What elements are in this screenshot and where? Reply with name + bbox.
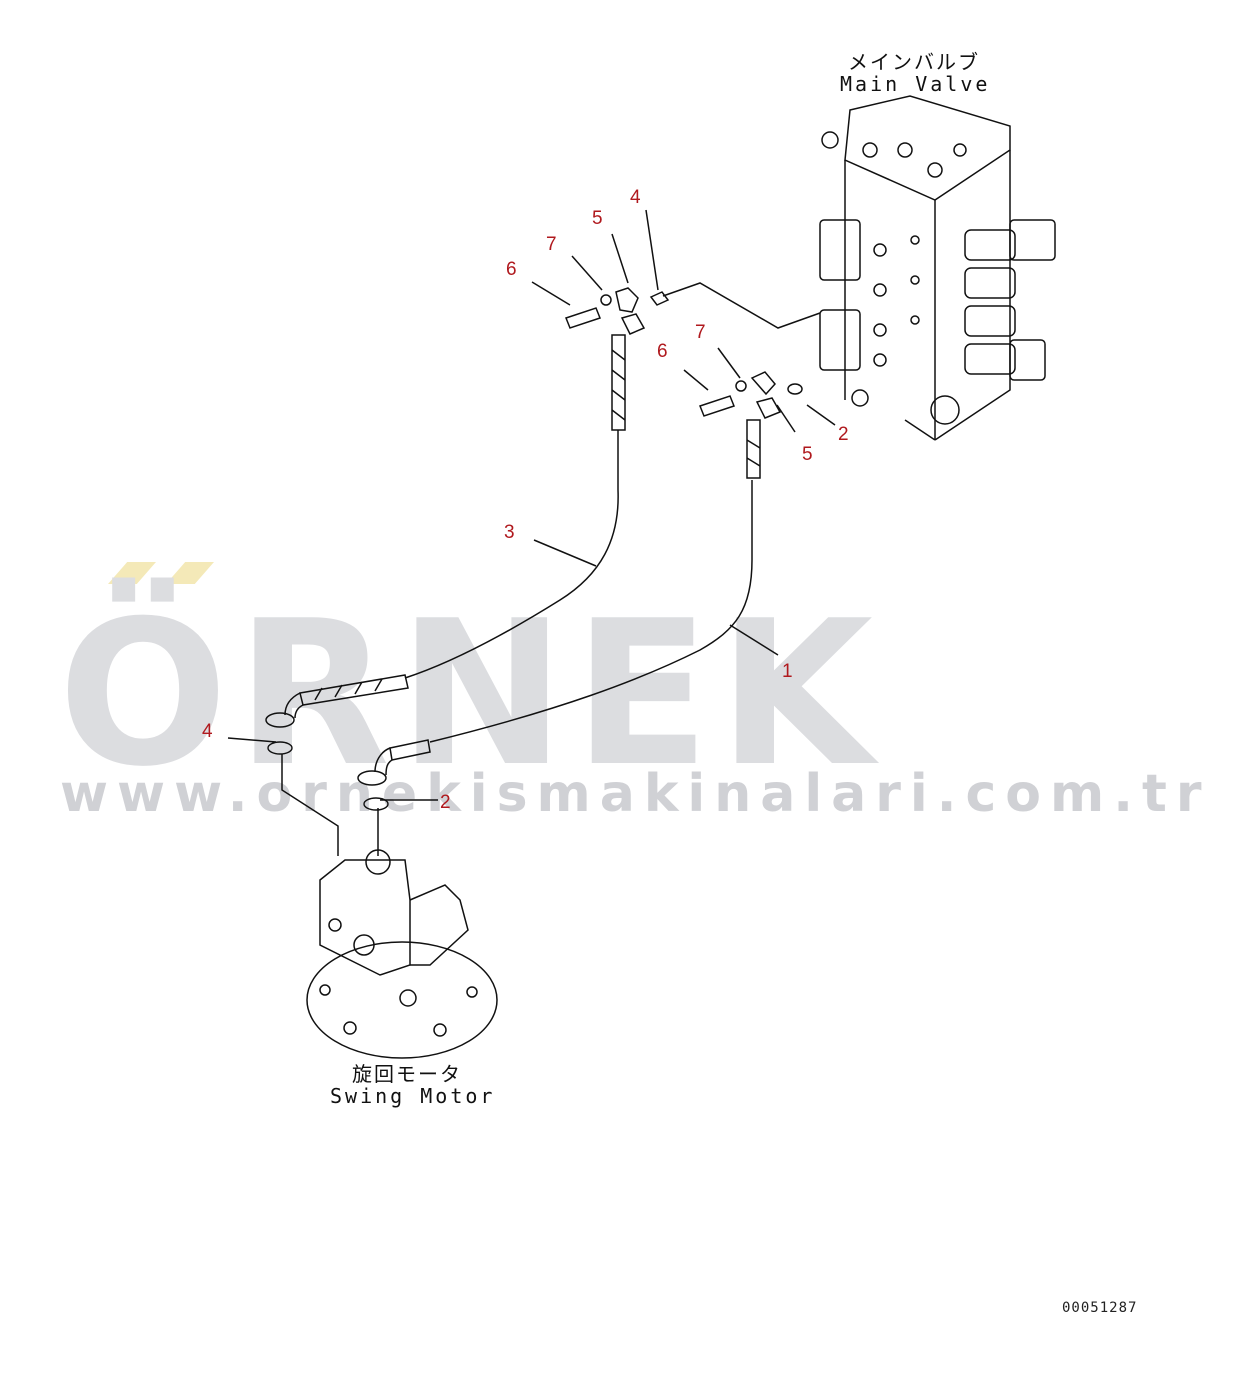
callout-2-motor: 2 bbox=[440, 792, 451, 813]
swing-motor-label-en: Swing Motor bbox=[330, 1084, 496, 1108]
callout-3: 3 bbox=[504, 522, 515, 543]
main-valve-drawing bbox=[819, 95, 1056, 441]
callout-5-upper: 5 bbox=[592, 208, 603, 229]
hose-3 bbox=[404, 430, 619, 679]
watermark-brand: ÖRNEK bbox=[58, 578, 882, 811]
callout-7-lower: 7 bbox=[695, 322, 706, 343]
main-valve-label-en: Main Valve bbox=[840, 72, 991, 96]
callout-4-valve: 4 bbox=[630, 187, 641, 208]
swing-motor-drawing bbox=[306, 849, 498, 1059]
watermark-url: www.ornekismakinalari.com.tr bbox=[60, 764, 1211, 824]
callout-4-motor: 4 bbox=[202, 721, 213, 742]
callout-6-upper: 6 bbox=[506, 259, 517, 280]
callout-1: 1 bbox=[782, 661, 793, 682]
callout-2-valve: 2 bbox=[838, 424, 849, 445]
hose-1 bbox=[429, 480, 753, 743]
callout-6-lower: 6 bbox=[657, 341, 668, 362]
callout-7-upper: 7 bbox=[546, 234, 557, 255]
document-number: 00051287 bbox=[1062, 1300, 1138, 1316]
callout-5-lower: 5 bbox=[802, 444, 813, 465]
main-valve-label-jp: メインバルブ bbox=[848, 50, 980, 74]
swing-motor-label-jp: 旋回モータ bbox=[352, 1062, 462, 1086]
